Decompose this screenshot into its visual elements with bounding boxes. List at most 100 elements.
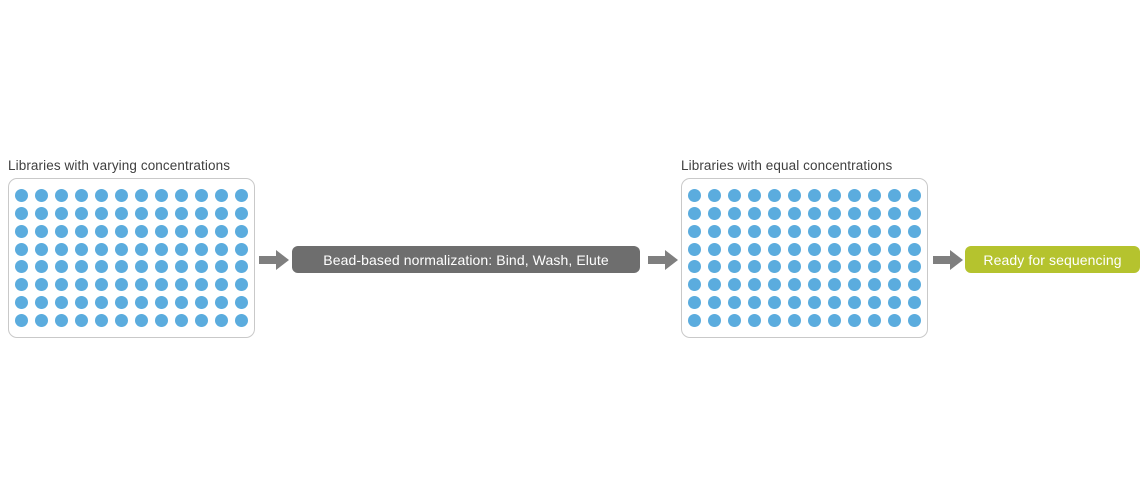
plate-well[interactable] bbox=[115, 188, 128, 202]
plate-well[interactable] bbox=[55, 278, 68, 292]
plate-well[interactable] bbox=[55, 242, 68, 256]
plate-well[interactable] bbox=[708, 296, 721, 310]
plate-well[interactable] bbox=[908, 314, 921, 327]
plate-well[interactable] bbox=[848, 242, 861, 256]
plate-well[interactable] bbox=[35, 314, 48, 327]
plate-well[interactable] bbox=[768, 242, 781, 256]
plate-well[interactable] bbox=[708, 314, 721, 327]
input-well-plate[interactable] bbox=[8, 178, 255, 338]
plate-well[interactable] bbox=[868, 188, 881, 202]
plate-well[interactable] bbox=[55, 296, 68, 310]
plate-well[interactable] bbox=[908, 206, 921, 220]
plate-well[interactable] bbox=[75, 260, 88, 274]
plate-well[interactable] bbox=[215, 278, 228, 292]
plate-well[interactable] bbox=[175, 314, 188, 327]
plate-well[interactable] bbox=[788, 188, 801, 202]
plate-well[interactable] bbox=[688, 278, 701, 292]
plate-well[interactable] bbox=[95, 314, 108, 327]
plate-well[interactable] bbox=[688, 314, 701, 327]
plate-well[interactable] bbox=[215, 314, 228, 327]
plate-well[interactable] bbox=[688, 188, 701, 202]
plate-well[interactable] bbox=[35, 188, 48, 202]
plate-well[interactable] bbox=[175, 188, 188, 202]
plate-well[interactable] bbox=[868, 278, 881, 292]
plate-well[interactable] bbox=[708, 260, 721, 274]
plate-well[interactable] bbox=[75, 224, 88, 238]
plate-well[interactable] bbox=[15, 224, 28, 238]
plate-well[interactable] bbox=[155, 224, 168, 238]
plate-well[interactable] bbox=[828, 260, 841, 274]
plate-well[interactable] bbox=[75, 296, 88, 310]
plate-well[interactable] bbox=[768, 224, 781, 238]
plate-well[interactable] bbox=[748, 296, 761, 310]
plate-well[interactable] bbox=[748, 224, 761, 238]
plate-well[interactable] bbox=[155, 188, 168, 202]
plate-well[interactable] bbox=[848, 314, 861, 327]
plate-well[interactable] bbox=[828, 314, 841, 327]
plate-well[interactable] bbox=[155, 314, 168, 327]
plate-well[interactable] bbox=[235, 206, 248, 220]
plate-well[interactable] bbox=[868, 314, 881, 327]
plate-well[interactable] bbox=[15, 242, 28, 256]
plate-well[interactable] bbox=[95, 296, 108, 310]
plate-well[interactable] bbox=[75, 278, 88, 292]
plate-well[interactable] bbox=[748, 242, 761, 256]
plate-well[interactable] bbox=[848, 224, 861, 238]
plate-well[interactable] bbox=[908, 224, 921, 238]
plate-well[interactable] bbox=[728, 224, 741, 238]
plate-well[interactable] bbox=[788, 314, 801, 327]
plate-well[interactable] bbox=[115, 314, 128, 327]
plate-well[interactable] bbox=[115, 206, 128, 220]
plate-well[interactable] bbox=[15, 296, 28, 310]
plate-well[interactable] bbox=[115, 296, 128, 310]
plate-well[interactable] bbox=[768, 188, 781, 202]
plate-well[interactable] bbox=[808, 296, 821, 310]
plate-well[interactable] bbox=[788, 206, 801, 220]
plate-well[interactable] bbox=[175, 260, 188, 274]
plate-well[interactable] bbox=[768, 314, 781, 327]
plate-well[interactable] bbox=[175, 296, 188, 310]
plate-well[interactable] bbox=[55, 224, 68, 238]
plate-well[interactable] bbox=[828, 224, 841, 238]
plate-well[interactable] bbox=[808, 260, 821, 274]
plate-well[interactable] bbox=[908, 296, 921, 310]
plate-well[interactable] bbox=[15, 278, 28, 292]
plate-well[interactable] bbox=[215, 224, 228, 238]
plate-well[interactable] bbox=[848, 278, 861, 292]
plate-well[interactable] bbox=[828, 206, 841, 220]
plate-well[interactable] bbox=[828, 296, 841, 310]
plate-well[interactable] bbox=[75, 188, 88, 202]
plate-well[interactable] bbox=[35, 278, 48, 292]
plate-well[interactable] bbox=[868, 260, 881, 274]
plate-well[interactable] bbox=[155, 296, 168, 310]
plate-well[interactable] bbox=[888, 278, 901, 292]
plate-well[interactable] bbox=[135, 278, 148, 292]
plate-well[interactable] bbox=[788, 260, 801, 274]
plate-well[interactable] bbox=[688, 224, 701, 238]
plate-well[interactable] bbox=[708, 224, 721, 238]
plate-well[interactable] bbox=[35, 242, 48, 256]
plate-well[interactable] bbox=[135, 188, 148, 202]
plate-well[interactable] bbox=[215, 242, 228, 256]
plate-well[interactable] bbox=[868, 242, 881, 256]
plate-well[interactable] bbox=[888, 224, 901, 238]
plate-well[interactable] bbox=[215, 296, 228, 310]
plate-well[interactable] bbox=[828, 188, 841, 202]
plate-well[interactable] bbox=[908, 260, 921, 274]
plate-well[interactable] bbox=[195, 188, 208, 202]
plate-well[interactable] bbox=[155, 278, 168, 292]
plate-well[interactable] bbox=[688, 260, 701, 274]
plate-well[interactable] bbox=[195, 224, 208, 238]
plate-well[interactable] bbox=[788, 224, 801, 238]
plate-well[interactable] bbox=[155, 206, 168, 220]
plate-well[interactable] bbox=[868, 296, 881, 310]
plate-well[interactable] bbox=[728, 314, 741, 327]
plate-well[interactable] bbox=[235, 296, 248, 310]
plate-well[interactable] bbox=[195, 260, 208, 274]
plate-well[interactable] bbox=[848, 188, 861, 202]
plate-well[interactable] bbox=[688, 242, 701, 256]
plate-well[interactable] bbox=[908, 188, 921, 202]
plate-well[interactable] bbox=[848, 296, 861, 310]
plate-well[interactable] bbox=[195, 242, 208, 256]
plate-well[interactable] bbox=[728, 260, 741, 274]
